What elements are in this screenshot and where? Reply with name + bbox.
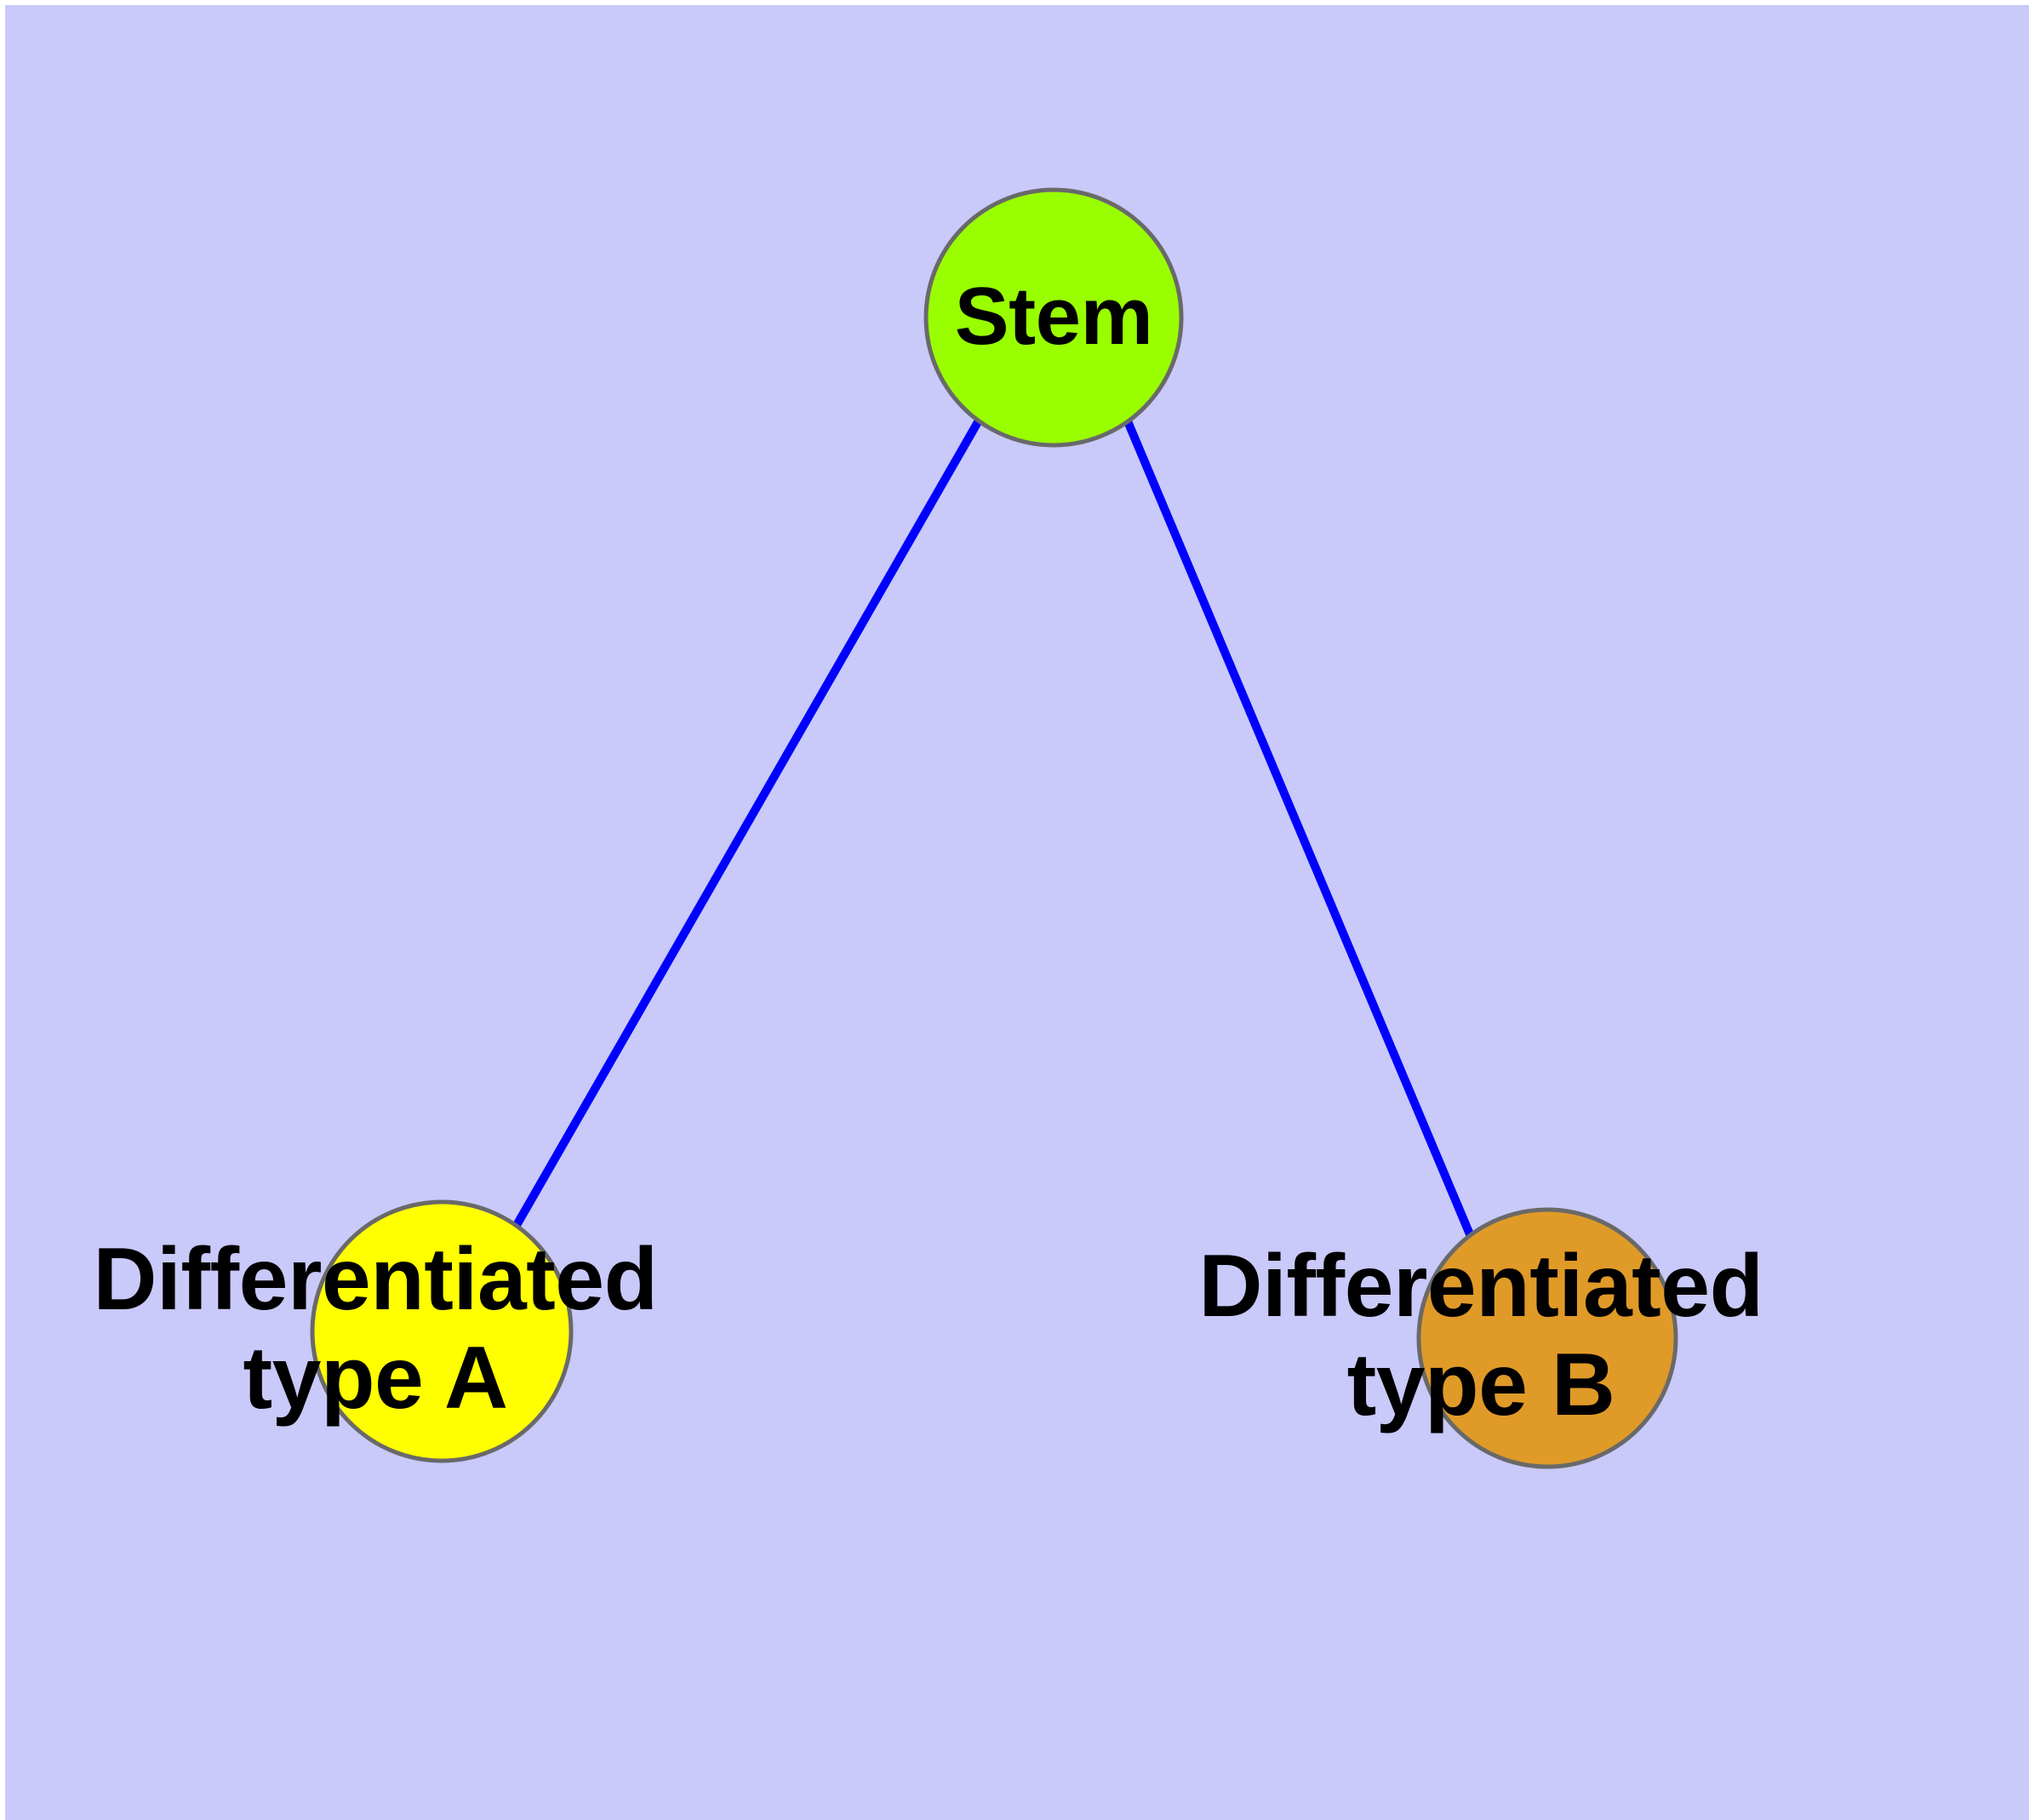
node-stem[interactable] (923, 187, 1184, 448)
edge-stem-to-type-b (1123, 420, 1474, 1236)
edge-layer (512, 418, 1474, 1236)
edge-stem-to-type-a (512, 418, 983, 1229)
node-type-a[interactable] (310, 1199, 574, 1463)
node-type-b[interactable] (1416, 1207, 1678, 1469)
node-layer (310, 187, 1678, 1469)
